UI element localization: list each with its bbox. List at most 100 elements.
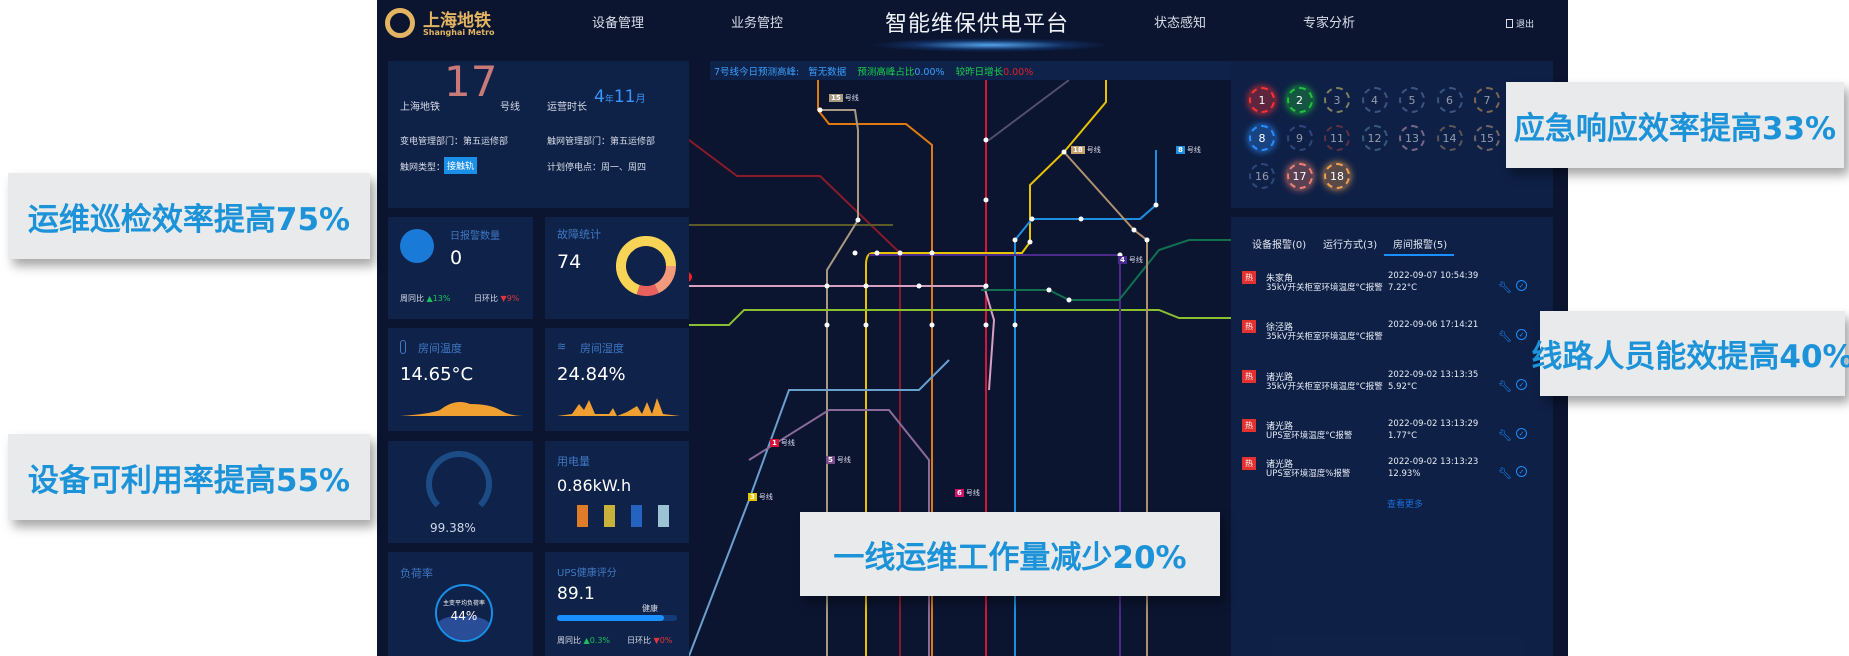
- alert-value: 5.92°C: [1388, 382, 1418, 392]
- confirm-check-icon[interactable]: ✓: [1516, 329, 1527, 340]
- map-station[interactable]: [1012, 237, 1018, 243]
- alert-row[interactable]: 热 徐泾路 35kV开关柜室环境温度°C报警 2022-09-06 17:14:…: [1242, 320, 1532, 356]
- line-status-orb[interactable]: 5: [1399, 87, 1425, 113]
- map-station[interactable]: [1066, 297, 1072, 303]
- substation-dept: 变电管理部门：第五运修部: [400, 137, 509, 147]
- peak-forecast-ticker: 7号线今日预测高峰: 暂无数据 预测高峰占比0.00% 较昨日增长0.00%: [710, 61, 1231, 80]
- map-station[interactable]: [916, 283, 922, 289]
- map-station[interactable]: [1012, 322, 1018, 328]
- wrench-icon[interactable]: 🔧︎: [1498, 429, 1512, 442]
- line-status-orb[interactable]: 4: [1361, 87, 1388, 113]
- room-humidity-card: ≋ 房间湿度 24.84%: [545, 328, 689, 431]
- map-station[interactable]: [874, 250, 880, 256]
- map-station[interactable]: [1144, 237, 1150, 243]
- tab-operation-mode[interactable]: 运行方式(3): [1323, 240, 1378, 251]
- map-station[interactable]: [1078, 216, 1084, 222]
- humidity-icon: ≋: [557, 340, 567, 353]
- line-status-orb[interactable]: 8: [1249, 125, 1275, 151]
- map-station[interactable]: [983, 137, 989, 143]
- callout-workload-reduction: 一线运维工作量减少20%: [800, 512, 1220, 596]
- line-status-orb[interactable]: 18: [1324, 163, 1350, 189]
- line-status-orb[interactable]: 11: [1324, 125, 1350, 151]
- alert-time: 2022-09-02 13:13:29: [1388, 419, 1479, 429]
- alert-row[interactable]: 热 诸光路 UPS室环境温度°C报警 2022-09-02 13:13:29 1…: [1242, 419, 1532, 455]
- line-status-orb[interactable]: 9: [1286, 125, 1313, 151]
- line-status-orb[interactable]: 2: [1286, 87, 1313, 113]
- alert-row[interactable]: 热 诸光路 35kV开关柜室环境温度°C报警 2022-09-02 13:13:…: [1242, 370, 1532, 406]
- map-line-12: [981, 239, 1231, 301]
- line-status-orb[interactable]: 17: [1286, 163, 1313, 189]
- view-more-link[interactable]: 查看更多: [1387, 500, 1424, 510]
- map-station[interactable]: [983, 322, 989, 328]
- map-station[interactable]: [824, 283, 830, 289]
- catenary-type-badge: 接触轨: [444, 157, 478, 174]
- map-station[interactable]: [863, 322, 869, 328]
- ups-dod-label: 日环比: [627, 636, 651, 645]
- map-station[interactable]: [855, 217, 861, 223]
- wrench-icon[interactable]: 🔧︎: [1498, 467, 1512, 480]
- map-station[interactable]: [852, 250, 858, 256]
- power-bar: [577, 505, 588, 527]
- map-station[interactable]: [824, 322, 830, 328]
- map-station[interactable]: [897, 250, 903, 256]
- map-station[interactable]: [863, 283, 869, 289]
- nav-status[interactable]: 状态感知: [1154, 16, 1207, 31]
- wow-value: ▲13%: [426, 294, 451, 303]
- metro-map[interactable]: [689, 80, 1231, 656]
- alert-row[interactable]: 热 朱家角 35kV开关柜室环境温度°C报警 2022-09-07 10:54:…: [1242, 271, 1532, 307]
- temperature-sparkline: [400, 402, 523, 416]
- map-station[interactable]: [929, 250, 935, 256]
- map-line-gray: [988, 80, 1070, 141]
- line-badge-label: 号线: [1186, 146, 1201, 154]
- line-status-orb[interactable]: 15: [1474, 125, 1500, 151]
- line-status-orb[interactable]: 3: [1324, 87, 1350, 113]
- line-status-orb[interactable]: 13: [1399, 125, 1425, 151]
- tab-room-alarms[interactable]: 房间报警(5): [1393, 240, 1448, 251]
- alert-description: UPS室环境湿度%报警: [1266, 469, 1351, 479]
- logout-button[interactable]: 退出: [1506, 17, 1534, 30]
- map-station[interactable]: [1131, 227, 1137, 233]
- line-status-orb[interactable]: 16: [1249, 163, 1275, 189]
- power-bar: [604, 505, 615, 527]
- line-status-orb[interactable]: 1: [1249, 87, 1275, 113]
- map-station[interactable]: [983, 197, 989, 203]
- alert-station: 徐泾路: [1266, 323, 1294, 333]
- confirm-check-icon[interactable]: ✓: [1516, 280, 1527, 291]
- nav-expert[interactable]: 专家分析: [1303, 16, 1356, 31]
- map-station[interactable]: [817, 107, 823, 113]
- confirm-check-icon[interactable]: ✓: [1516, 466, 1527, 477]
- line-status-orb[interactable]: 7: [1474, 87, 1500, 113]
- map-station[interactable]: [1046, 287, 1052, 293]
- confirm-check-icon[interactable]: ✓: [1516, 379, 1527, 390]
- nav-equipment[interactable]: 设备管理: [592, 16, 645, 31]
- line-status-orb[interactable]: 14: [1436, 125, 1463, 151]
- power-bar: [631, 505, 642, 527]
- alerts-card: [1231, 217, 1553, 656]
- tab-equipment-alarms[interactable]: 设备报警(0): [1252, 240, 1307, 251]
- map-station[interactable]: [1027, 239, 1033, 245]
- line-badge-label: 号线: [965, 489, 980, 497]
- map-station[interactable]: [929, 322, 935, 328]
- map-station[interactable]: [1153, 202, 1159, 208]
- line-status-orb[interactable]: 12: [1361, 125, 1388, 151]
- line-status-orb[interactable]: 6: [1436, 87, 1463, 113]
- wrench-icon[interactable]: 🔧︎: [1498, 330, 1512, 343]
- wrench-icon[interactable]: 🔧︎: [1498, 380, 1512, 393]
- line-badge-label: 号线: [758, 493, 773, 501]
- wrench-icon[interactable]: 🔧︎: [1498, 281, 1512, 294]
- map-station[interactable]: [1029, 216, 1035, 222]
- runtime-label: 运营时长: [547, 102, 587, 113]
- map-station[interactable]: [983, 283, 989, 289]
- map-station[interactable]: [1061, 149, 1067, 155]
- nav-business[interactable]: 业务管控: [731, 16, 784, 31]
- line-badge-label: 号线: [1128, 256, 1143, 264]
- alert-row[interactable]: 热 诸光路 UPS室环境湿度%报警 2022-09-02 13:13:23 12…: [1242, 457, 1532, 493]
- map-line-18: [1063, 151, 1148, 656]
- confirm-check-icon[interactable]: ✓: [1516, 428, 1527, 439]
- load-label: 主变平均负荷率: [442, 600, 485, 607]
